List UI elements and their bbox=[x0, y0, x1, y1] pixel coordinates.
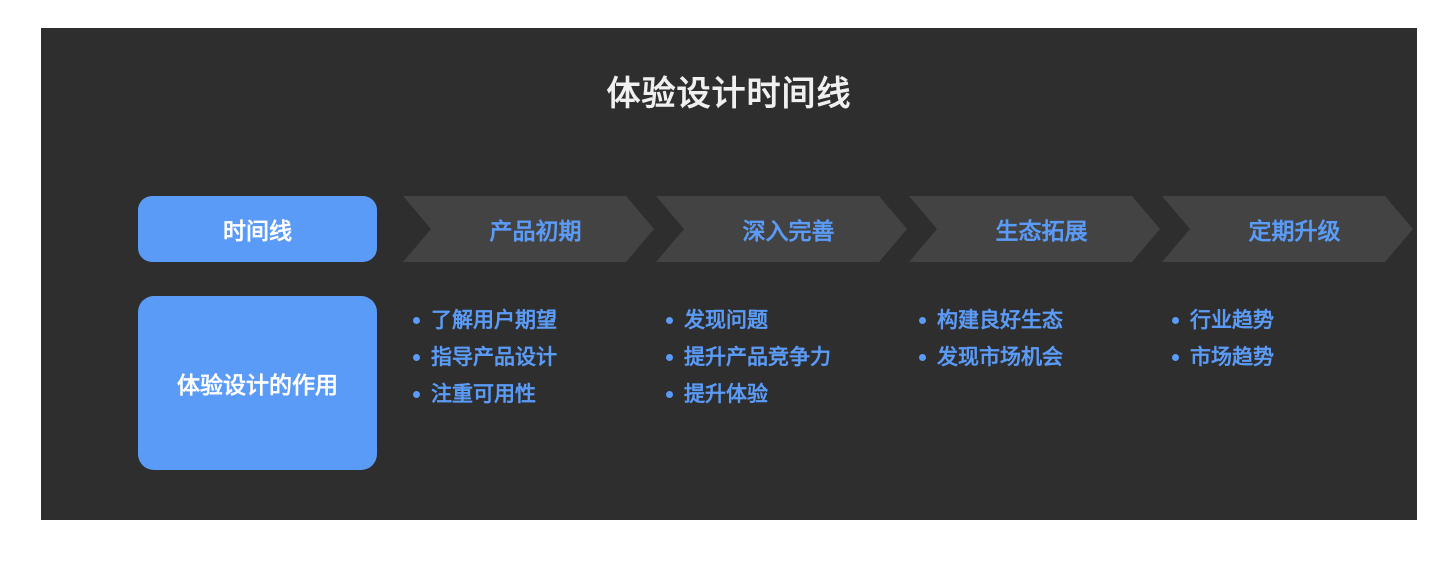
bullet-dot-icon bbox=[413, 354, 420, 361]
bullet-dot-icon bbox=[666, 391, 673, 398]
stage-header-row: 时间线 产品初期 深入完善 生态拓展 定期升级 bbox=[97, 196, 1417, 262]
list-item-label: 发现问题 bbox=[684, 309, 768, 332]
detail-row: 体验设计的作用 了解用户期望 指导产品设计 注重可用性 发现问题 提升 bbox=[97, 296, 1417, 470]
list-item: 提升体验 bbox=[666, 376, 831, 413]
bullet-column-1: 了解用户期望 指导产品设计 注重可用性 bbox=[413, 302, 557, 413]
stage-chevron-4[interactable]: 定期升级 bbox=[1162, 196, 1413, 262]
role-label-box[interactable]: 体验设计的作用 bbox=[138, 296, 377, 470]
bullet-dot-icon bbox=[666, 317, 673, 324]
list-item: 注重可用性 bbox=[413, 376, 557, 413]
list-item: 发现问题 bbox=[666, 302, 831, 339]
list-item: 指导产品设计 bbox=[413, 339, 557, 376]
bullet-dot-icon bbox=[666, 354, 673, 361]
stage-row-label-pill[interactable]: 时间线 bbox=[138, 196, 377, 262]
bullet-column-2: 发现问题 提升产品竞争力 提升体验 bbox=[666, 302, 831, 413]
list-item-label: 了解用户期望 bbox=[431, 309, 557, 332]
list-item-label: 指导产品设计 bbox=[431, 346, 557, 369]
list-item: 行业趋势 bbox=[1172, 302, 1274, 339]
stage-chevron-2[interactable]: 深入完善 bbox=[656, 196, 907, 262]
bullet-dot-icon bbox=[413, 391, 420, 398]
list-item: 了解用户期望 bbox=[413, 302, 557, 339]
list-item: 发现市场机会 bbox=[919, 339, 1063, 376]
list-item-label: 发现市场机会 bbox=[937, 346, 1063, 369]
bullet-dot-icon bbox=[413, 317, 420, 324]
stage-chevron-1[interactable]: 产品初期 bbox=[403, 196, 654, 262]
page-title: 体验设计时间线 bbox=[606, 75, 852, 113]
bullet-dot-icon bbox=[919, 354, 926, 361]
list-item-label: 提升产品竞争力 bbox=[684, 346, 831, 369]
list-item-label: 构建良好生态 bbox=[937, 309, 1063, 332]
bullet-dot-icon bbox=[919, 317, 926, 324]
list-item-label: 市场趋势 bbox=[1190, 346, 1274, 369]
bullet-dot-icon bbox=[1172, 317, 1179, 324]
list-item-label: 注重可用性 bbox=[431, 383, 536, 406]
list-item: 市场趋势 bbox=[1172, 339, 1274, 376]
bullet-column-3: 构建良好生态 发现市场机会 bbox=[919, 302, 1063, 376]
slide-canvas: 体验设计时间线 时间线 产品初期 深入完善 生态拓展 定期升级 体验设计的作用 … bbox=[41, 28, 1417, 520]
bullet-dot-icon bbox=[1172, 354, 1179, 361]
bullet-column-4: 行业趋势 市场趋势 bbox=[1172, 302, 1274, 376]
list-item: 提升产品竞争力 bbox=[666, 339, 831, 376]
stage-chevron-3[interactable]: 生态拓展 bbox=[909, 196, 1160, 262]
list-item-label: 提升体验 bbox=[684, 383, 768, 406]
list-item-label: 行业趋势 bbox=[1190, 309, 1274, 332]
list-item: 构建良好生态 bbox=[919, 302, 1063, 339]
